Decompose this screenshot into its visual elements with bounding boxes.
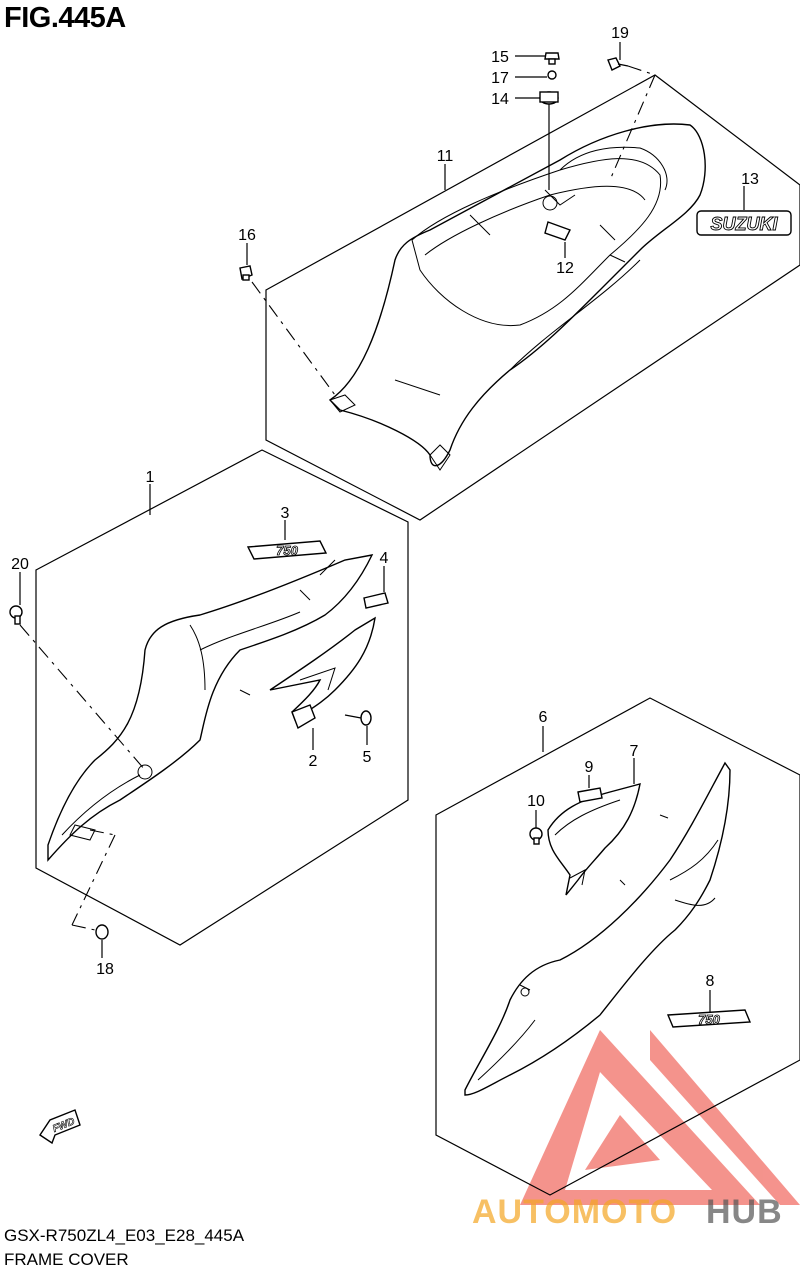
callout-3: 3	[281, 505, 290, 522]
watermark-logo-icon	[520, 1030, 800, 1205]
model-code: GSX-R750ZL4_E03_E28_445A	[4, 1226, 245, 1245]
label-sticker-4	[363, 592, 389, 609]
callout-labels: 1 2 3 4 5 6 7 8 9 10 11 12 13 14 15 16 1…	[11, 25, 759, 990]
callout-5: 5	[363, 749, 372, 766]
callout-13: 13	[741, 171, 759, 188]
leader-lines-upper	[246, 42, 745, 396]
figure-name: FRAME COVER	[4, 1250, 129, 1269]
badge-750-upper: 750	[246, 540, 328, 560]
inner-panel-7	[547, 783, 641, 896]
suzuki-emblem: SUZUKI	[696, 210, 792, 236]
leader-lines-right	[535, 726, 711, 1012]
callout-11: 11	[437, 148, 454, 165]
callout-1: 1	[146, 469, 155, 486]
label-sticker-12	[544, 221, 571, 241]
badge-750-lower: 750	[666, 1009, 752, 1028]
fastener-parts-left	[9, 605, 372, 940]
callout-15: 15	[491, 49, 509, 66]
callout-7: 7	[630, 743, 639, 760]
frame-cover-left	[47, 554, 374, 862]
callout-16: 16	[238, 227, 256, 244]
label-sticker-9	[577, 787, 603, 803]
watermark-part1: AUTOMOTO	[472, 1193, 677, 1231]
inner-panel-2	[269, 616, 376, 730]
left-assembly-frame	[35, 449, 409, 946]
callout-14: 14	[491, 91, 509, 108]
callout-17: 17	[491, 70, 509, 87]
callout-6: 6	[539, 709, 548, 726]
fwd-arrow-icon: FWD	[39, 1109, 81, 1145]
leader-lines-left	[19, 484, 385, 958]
callout-2: 2	[309, 753, 318, 770]
figure-title: FIG.445A	[4, 2, 126, 34]
badge-750-lower-text: 750	[698, 1012, 720, 1027]
callout-9: 9	[585, 759, 594, 776]
watermark-part2: HUB	[706, 1193, 783, 1231]
callout-12: 12	[556, 260, 574, 277]
watermark-text: AUTOMOTO HUB	[472, 1193, 783, 1231]
bolt-10	[529, 827, 543, 845]
seat-tail-cover	[328, 123, 706, 471]
callout-20: 20	[11, 556, 29, 573]
callout-18: 18	[96, 961, 114, 978]
callout-19: 19	[611, 25, 629, 42]
right-assembly-frame	[435, 697, 800, 1196]
callout-8: 8	[706, 973, 715, 990]
callout-10: 10	[527, 793, 545, 810]
suzuki-emblem-text: SUZUKI	[711, 214, 779, 234]
frame-cover-right	[464, 761, 731, 1096]
badge-750-upper-text: 750	[276, 543, 298, 558]
callout-4: 4	[380, 550, 389, 567]
